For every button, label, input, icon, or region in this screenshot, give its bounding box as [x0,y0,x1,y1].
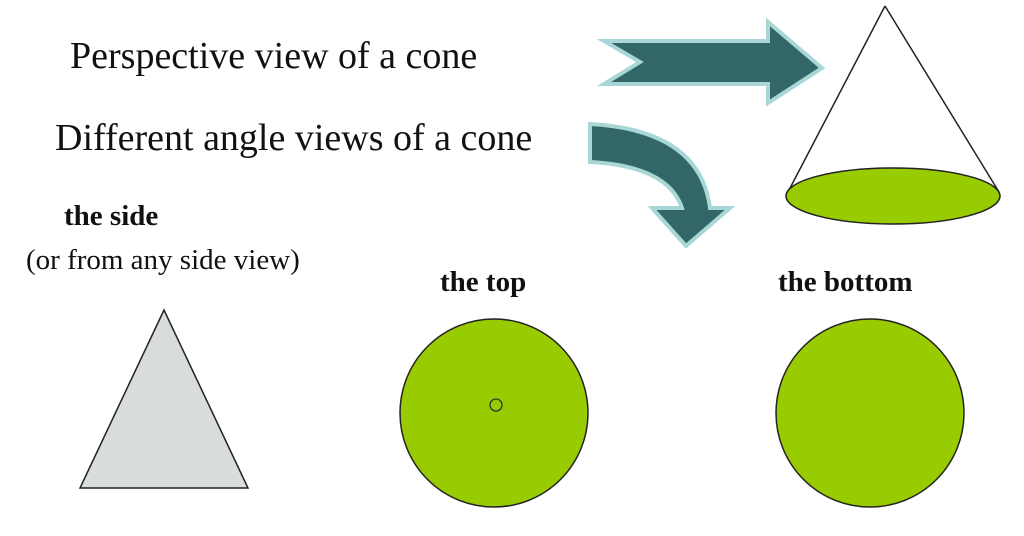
curved-down-arrow-icon [588,121,736,249]
top-view [399,318,589,508]
perspective-cone [785,5,1001,225]
cone-base-ellipse [785,167,1001,225]
side-view-subtitle: (or from any side view) [26,244,300,276]
bottom-view-title: the bottom [778,266,913,298]
cone-right-edge [884,5,1000,193]
apex-point [489,398,503,412]
side-view-title: the side [64,200,159,232]
right-arrow-icon [596,17,826,107]
top-view-title: the top [440,266,527,298]
top-view-circle [399,318,589,508]
perspective-view-label: Perspective view of a cone [70,35,478,77]
bottom-view-circle [775,318,965,508]
side-view-triangle [78,308,250,489]
different-angle-label: Different angle views of a cone [55,117,533,159]
cone-left-edge [787,5,886,193]
